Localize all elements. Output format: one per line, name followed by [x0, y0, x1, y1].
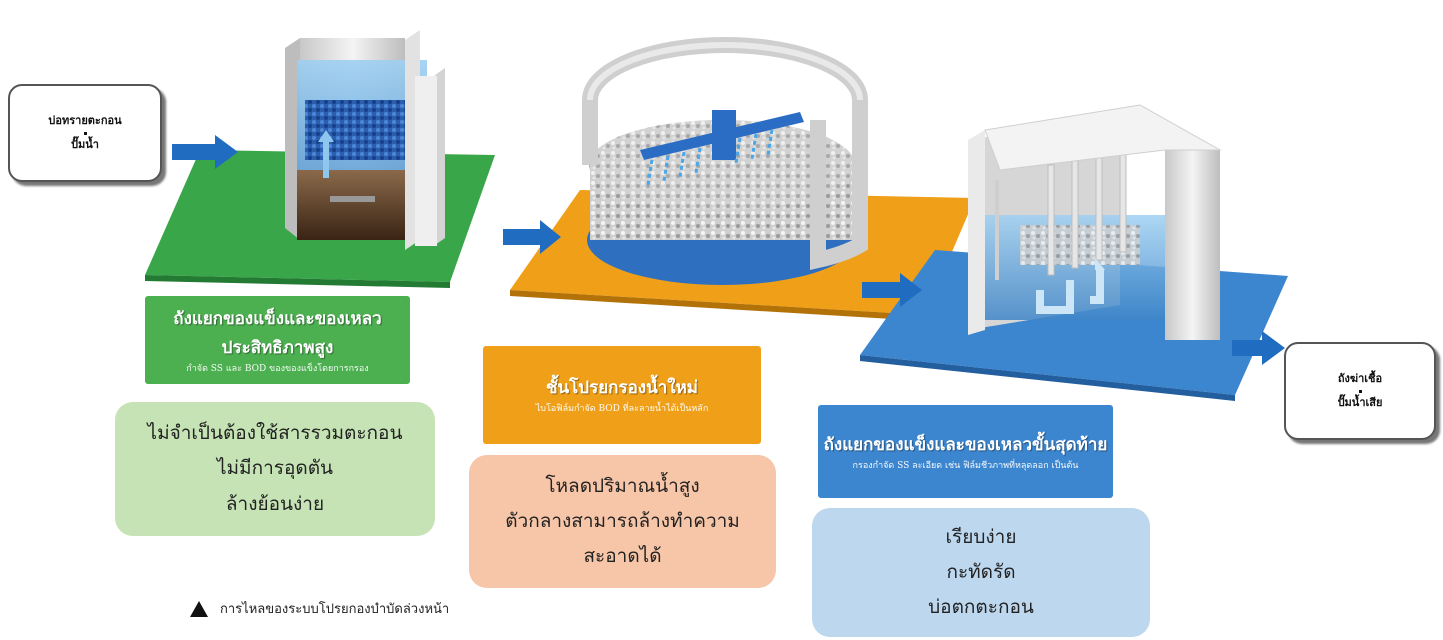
stage1-benefit: ไม่มีการอุดตัน: [216, 457, 334, 480]
stage2-benefit: สะอาดได้: [583, 545, 662, 568]
stage3-tank: [968, 104, 1222, 340]
stage2-tank: [582, 37, 868, 285]
outflow-line2: ปั๊มน้ำเสีย: [1337, 395, 1383, 409]
stage3-benefit: กะทัดรัด: [946, 560, 1016, 583]
legend: การไหลของระบบโปรยกองบำบัดล่วงหน้า: [190, 598, 449, 619]
flow-arrows: [172, 135, 1285, 365]
inflow-line1: บ่อทรายตะกอน: [48, 114, 122, 127]
stage3-benefit: เรียบง่าย: [945, 525, 1017, 548]
stage2-title-box: ชั้นโปรยกรองน้ำใหม่ ไบโอฟิล์มกำจัด BOD ท…: [483, 346, 761, 444]
stage3-title: ถังแยกของแข็งและของเหลวขั้นสุดท้าย: [823, 434, 1108, 455]
stage2-title: ชั้นโปรยกรองน้ำใหม่: [546, 378, 698, 399]
stage2-subtitle: ไบโอฟิล์มกำจัด BOD ที่ละลายน้ำได้เป็นหลั…: [535, 404, 709, 415]
outflow-destination-box: ถังฆ่าเชื้อ ปั๊มน้ำเสีย: [1284, 342, 1436, 440]
stage1-tank: [285, 30, 445, 250]
stage1-title-box: ถังแยกของแข็งและของเหลว ประสิทธิภาพสูง ก…: [145, 296, 410, 384]
inflow-line2: ปั๊มน้ำ: [71, 137, 99, 151]
stage1-benefit: ไม่จำเป็นต้องใช้สารรวมตะกอน: [147, 422, 403, 445]
stage2-benefit: โหลดปริมาณน้ำสูง: [545, 474, 700, 497]
stage2-benefit: ตัวกลางสามารถล้างทำความ: [505, 509, 740, 532]
separator-dot: [1358, 389, 1362, 393]
triangle-icon: [190, 600, 208, 617]
stage3-title-box: ถังแยกของแข็งและของเหลวขั้นสุดท้าย กรองก…: [818, 405, 1113, 498]
stage3-subtitle: กรองกำจัด SS ละเอียด เช่น ฟิล์มชีวภาพที่…: [852, 460, 1079, 471]
outflow-line1: ถังฆ่าเชื้อ: [1337, 372, 1383, 385]
stage1-subtitle: กำจัด SS และ BOD ของของแข็งโดยการกรอง: [186, 363, 369, 374]
stage1-title-line1: ถังแยกของแข็งและของเหลว: [173, 308, 382, 329]
separator-dot: [83, 131, 87, 135]
stage1-benefits-box: ไม่จำเป็นต้องใช้สารรวมตะกอน ไม่มีการอุดต…: [115, 402, 435, 536]
inflow-source-box: บ่อทรายตะกอน ปั๊มน้ำ: [8, 84, 162, 182]
stage3-benefit: บ่อตกตะกอน: [928, 596, 1034, 619]
legend-text: การไหลของระบบโปรยกองบำบัดล่วงหน้า: [220, 602, 450, 617]
stage3-benefits-box: เรียบง่าย กะทัดรัด บ่อตกตะกอน: [812, 508, 1150, 637]
stage1-benefit: ล้างย้อนง่าย: [225, 492, 325, 515]
stage2-benefits-box: โหลดปริมาณน้ำสูง ตัวกลางสามารถล้างทำความ…: [469, 455, 776, 588]
stage1-title-line2: ประสิทธิภาพสูง: [221, 337, 334, 358]
